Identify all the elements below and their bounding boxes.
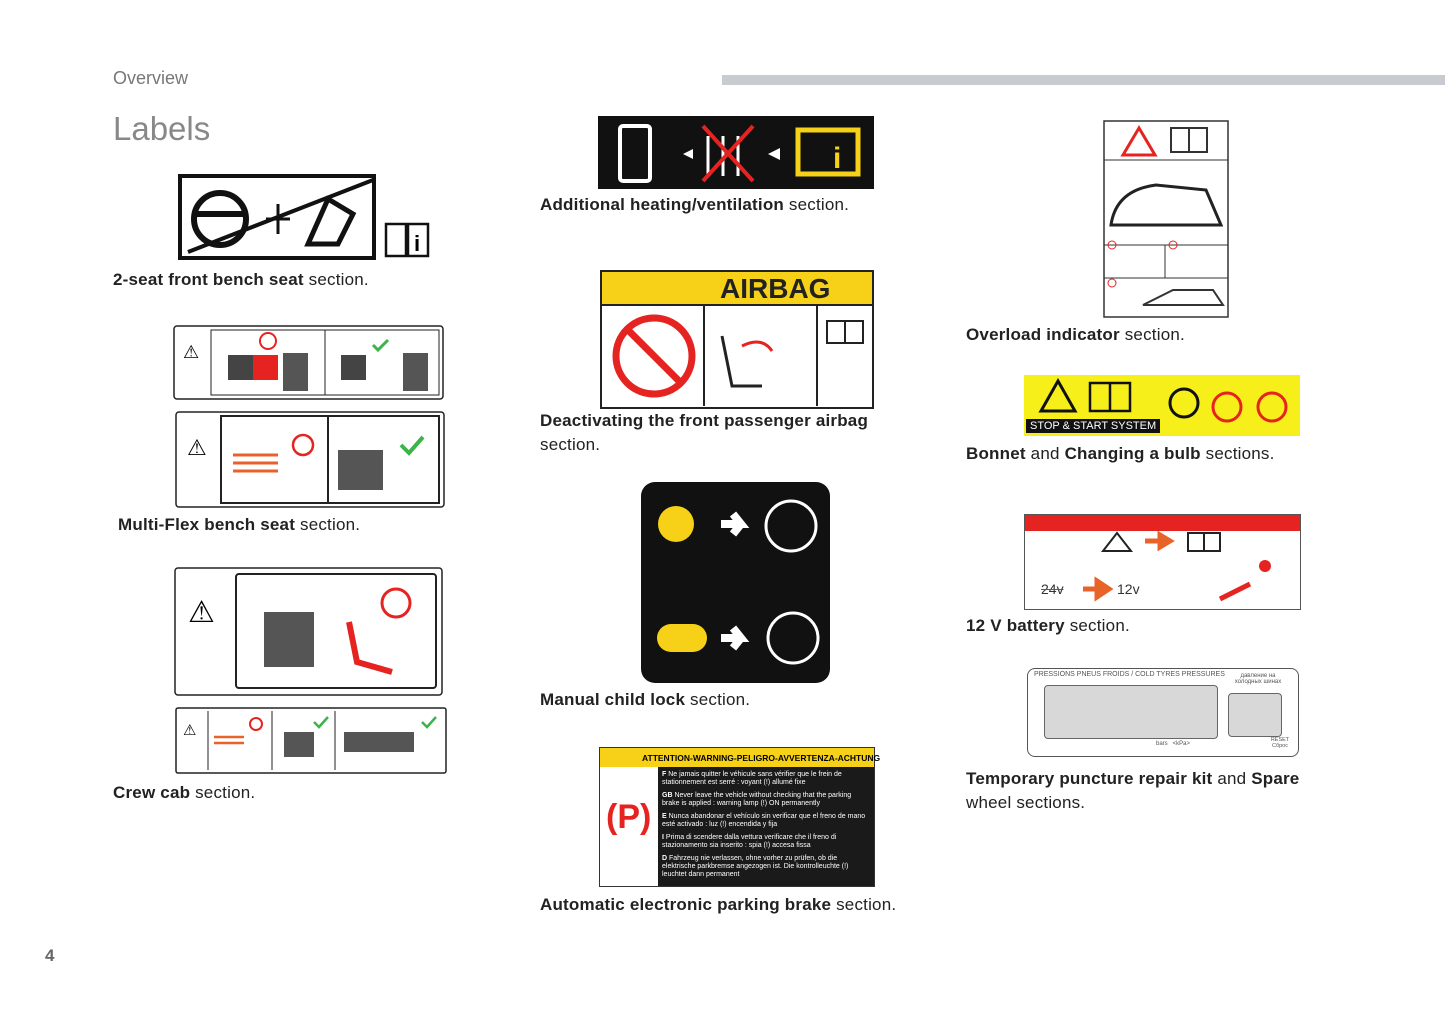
parking-line: I Prima di scendere dalla vettura verifi…: [662, 834, 837, 849]
header-bar: [722, 75, 1445, 85]
parking-p-icon: (P): [606, 798, 652, 836]
caption-bench-seat: 2-seat front bench seat section.: [113, 270, 369, 289]
tyre-pressure-label: PRESSIONS PNEUS FROIDS / COLD TYRES PRES…: [1027, 668, 1299, 757]
stop-start-badge: STOP & START SYSTEM: [1026, 419, 1161, 433]
parking-brake-label: ATTENTION-WARNING-PELIGRO-AVVERTENZA-ACH…: [599, 747, 880, 887]
parking-line: GB Never leave the vehicle without check…: [662, 792, 852, 807]
bench-seat-label: i: [178, 174, 430, 260]
caption-battery: 12 V battery section.: [966, 616, 1130, 635]
battery-label: 24v 12v: [1024, 514, 1301, 610]
caption-multiflex: Multi-Flex bench seat section.: [118, 515, 361, 534]
caption-child-lock: Manual child lock section.: [540, 690, 751, 709]
airbag-title: AIRBAG: [602, 272, 872, 306]
parking-line: F Ne jamais quitter le véhicule sans vér…: [662, 771, 842, 786]
heating-label: i: [598, 116, 874, 189]
crew-cab-label: ⚠ ⚠: [174, 567, 447, 774]
tyre-reset: RESET Сброс: [1270, 737, 1290, 749]
parking-line: E Nunca abandonar el vehículo sin verifi…: [662, 813, 866, 828]
multiflex-label: ⚠ ⚠: [173, 325, 445, 508]
page-number: 4: [45, 946, 55, 965]
tyre-box: [1228, 693, 1282, 737]
caption-airbag: Deactivating the front passenger airbag …: [540, 411, 869, 454]
svg-text:⚠: ⚠: [188, 596, 215, 629]
tyre-header: PRESSIONS PNEUS FROIDS / COLD TYRES PRES…: [1034, 671, 1225, 678]
battery-icons: [1083, 531, 1271, 602]
tyre-russian-text: давление на холодных шинах: [1234, 673, 1282, 685]
tyre-units: bars <kPa>: [1156, 741, 1191, 747]
caption-bonnet: Bonnet and Changing a bulb sections.: [966, 444, 1275, 463]
svg-text:⚠: ⚠: [187, 435, 207, 460]
overload-label: [1103, 120, 1229, 318]
parking-header: ATTENTION-WARNING-PELIGRO-AVVERTENZA-ACH…: [600, 748, 880, 767]
battery-old-voltage: 24v: [1041, 581, 1064, 597]
svg-text:⚠: ⚠: [183, 722, 196, 739]
svg-text:⚠: ⚠: [183, 342, 199, 362]
battery-new-voltage: 12v: [1117, 581, 1140, 597]
tyre-table: [1044, 685, 1218, 739]
caption-heating: Additional heating/ventilation section.: [540, 195, 850, 214]
child-lock-label: [641, 482, 830, 683]
caption-overload: Overload indicator section.: [966, 325, 1185, 344]
airbag-icons: [612, 306, 864, 406]
bonnet-label: STOP & START SYSTEM: [1024, 375, 1300, 436]
page-title: Labels: [113, 110, 211, 147]
svg-text:i: i: [414, 231, 420, 256]
caption-parking-brake: Automatic electronic parking brake secti…: [540, 895, 897, 914]
caption-crew-cab: Crew cab section.: [113, 783, 256, 802]
airbag-label: AIRBAG: [600, 270, 874, 409]
bonnet-icons: [1038, 377, 1288, 423]
section-header: Overview: [113, 68, 189, 88]
svg-text:i: i: [833, 142, 841, 175]
parking-line: D Fahrzeug nie verlassen, ohne vorher zu…: [662, 855, 849, 878]
